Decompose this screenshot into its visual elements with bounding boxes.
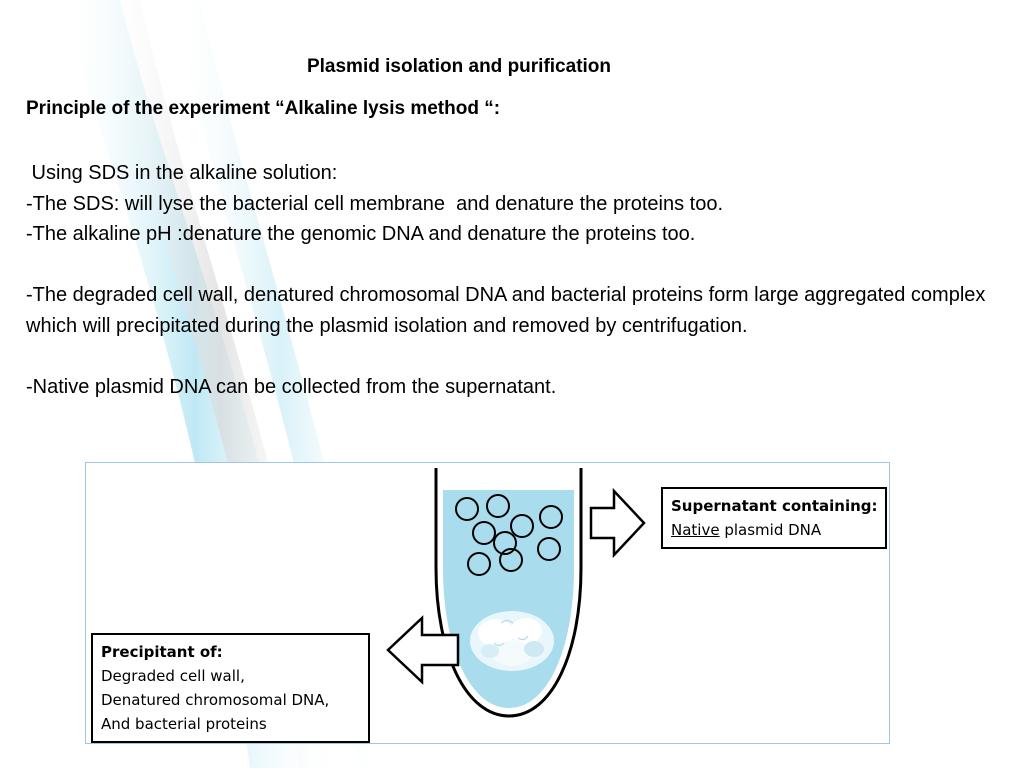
precipitant-line-2: Denatured chromosomal DNA,: [101, 691, 330, 709]
arrow-left-icon: [386, 615, 460, 685]
plasmid-dna-text: plasmid DNA: [719, 521, 822, 539]
paragraph-aggregated-complex: -The degraded cell wall, denatured chrom…: [26, 284, 986, 337]
paragraph-native-plasmid: -Native plasmid DNA can be collected fro…: [26, 375, 557, 398]
slide-title: Plasmid isolation and purification: [0, 56, 1024, 78]
paragraph-sds-alkaline: Using SDS in the alkaline solution:: [26, 162, 338, 184]
slide-title-text: Plasmid isolation and purification: [306, 56, 612, 77]
plasmid-dna-circles: [455, 494, 563, 576]
precipitant-heading: Precipitant of:: [101, 643, 223, 661]
spacer: [26, 250, 986, 281]
supernatant-content: Native plasmid DNA: [671, 518, 885, 542]
precipitant-label-box: Precipitant of: Degraded cell wall, Dena…: [91, 633, 370, 743]
paragraph-alkaline-ph: -The alkaline pH :denature the genomic D…: [26, 223, 696, 245]
slide-subtitle: Principle of the experiment “Alkaline ly…: [26, 98, 501, 119]
centrifuge-tube-figure: Supernatant containing: Native plasmid D…: [85, 462, 890, 744]
arrow-right-icon: [589, 487, 646, 559]
supernatant-liquid: [443, 490, 574, 708]
precipitant-line-3: And bacterial proteins: [101, 715, 267, 733]
pellet-precipitate: [470, 611, 554, 671]
paragraph-sds-effect: -The SDS: will lyse the bacterial cell m…: [26, 192, 724, 215]
spacer: [26, 341, 986, 372]
body-text: Using SDS in the alkaline solution: -The…: [26, 158, 986, 402]
tube-diagram: [386, 468, 646, 718]
native-word: Native: [671, 521, 720, 539]
tube-outline: [434, 468, 583, 718]
supernatant-heading: Supernatant containing:: [671, 497, 878, 515]
precipitant-line-1: Degraded cell wall,: [101, 667, 245, 685]
supernatant-label-box: Supernatant containing: Native plasmid D…: [661, 487, 887, 549]
